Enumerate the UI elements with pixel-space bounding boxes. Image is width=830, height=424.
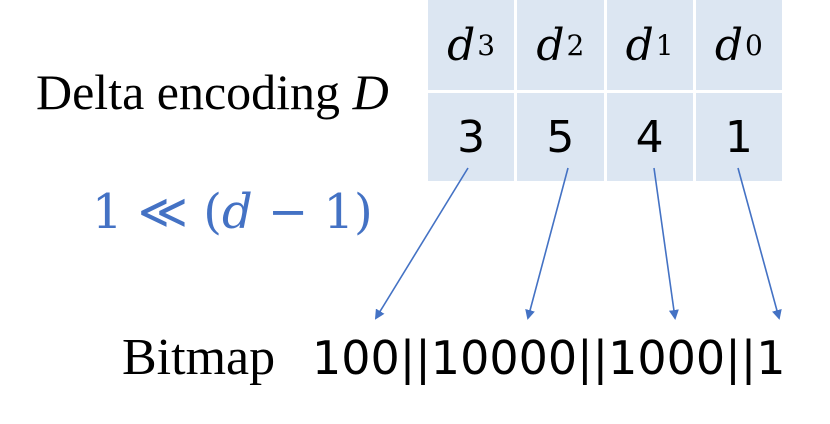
table-value-d0: 1 — [695, 93, 782, 181]
formula-prefix: 1 ≪ ( — [92, 184, 223, 240]
delta-label-text: Delta encoding — [36, 64, 353, 120]
bitmap-label: Bitmap — [122, 329, 276, 386]
table-value-d2: 5 — [517, 93, 604, 181]
bitmap-value: 100||10000||1000||1 — [312, 331, 786, 385]
arrow-d2 — [525, 167, 569, 320]
table-value-d1: 4 — [606, 93, 693, 181]
table-value-d3: 3 — [428, 93, 515, 181]
delta-encoding-label: Delta encoding D — [36, 62, 389, 122]
formula-suffix: − 1) — [252, 184, 373, 240]
arrow-d1 — [653, 167, 679, 320]
arrow-d3 — [374, 167, 469, 320]
delta-label-variable: D — [352, 64, 389, 120]
arrow-d0 — [737, 167, 782, 320]
shift-formula: 1 ≪ (d − 1) — [92, 182, 373, 242]
formula-variable: d — [222, 184, 253, 240]
